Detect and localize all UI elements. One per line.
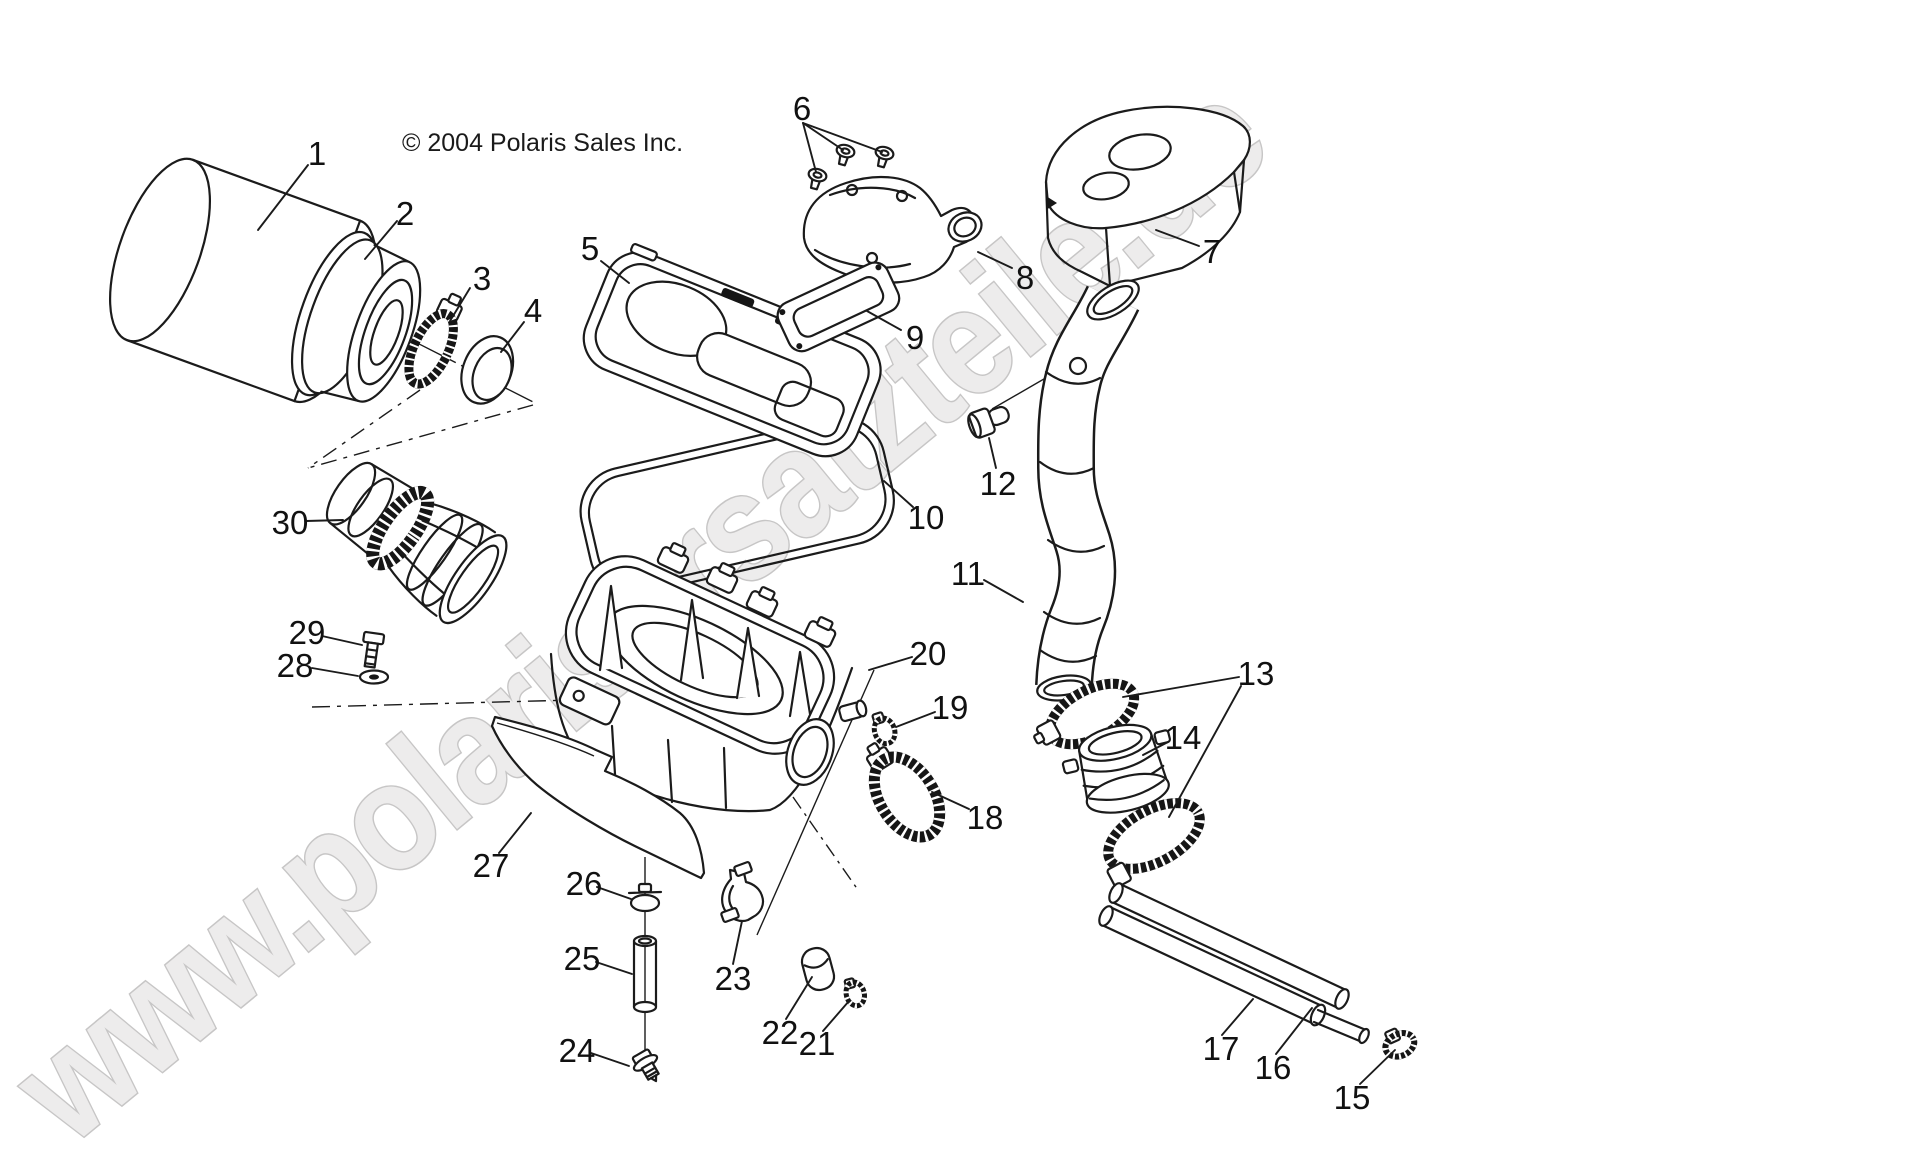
part-callout-30: 30 bbox=[272, 504, 309, 541]
part-clamp-26 bbox=[627, 882, 663, 913]
part-callout-23: 23 bbox=[715, 960, 752, 997]
part-callout-5: 5 bbox=[581, 230, 599, 267]
part-fitting-24 bbox=[631, 1048, 660, 1083]
part-fitting-12 bbox=[967, 405, 1010, 439]
part-airbox-20 bbox=[549, 542, 868, 813]
part-callout-15: 15 bbox=[1334, 1079, 1371, 1116]
part-foam-strip-27 bbox=[490, 715, 706, 880]
part-callout-11: 11 bbox=[951, 555, 985, 592]
part-callout-13: 13 bbox=[1238, 655, 1275, 692]
part-callout-12: 12 bbox=[980, 465, 1017, 502]
part-adapter-14 bbox=[1061, 723, 1171, 814]
part-cap-22 bbox=[800, 946, 836, 992]
part-callout-7: 7 bbox=[1203, 233, 1221, 270]
part-callout-3: 3 bbox=[473, 260, 491, 297]
part-clamp-18 bbox=[866, 742, 946, 843]
part-clamp-19 bbox=[871, 711, 898, 747]
part-callout-1: 1 bbox=[308, 135, 326, 172]
part-callouts: 1 2 3 4 5 6 7 8 9 10 11 12 13 14 15 16 1… bbox=[272, 90, 1371, 1116]
part-callout-2: 2 bbox=[396, 195, 414, 232]
part-callout-9: 9 bbox=[906, 319, 924, 356]
part-callout-6: 6 bbox=[793, 90, 811, 127]
part-clamp-3 bbox=[404, 292, 463, 389]
part-bolt-29 bbox=[362, 630, 386, 669]
part-foam-block-7 bbox=[1044, 105, 1251, 288]
part-callout-19: 19 bbox=[932, 689, 969, 726]
part-tubes-16-17 bbox=[1098, 882, 1370, 1045]
part-elbow-23 bbox=[720, 861, 765, 923]
part-sleeve-4 bbox=[460, 335, 515, 405]
part-tube-25 bbox=[632, 934, 658, 1014]
copyright-text: © 2004 Polaris Sales Inc. bbox=[402, 129, 683, 157]
part-callout-18: 18 bbox=[967, 799, 1004, 836]
part-washer-28 bbox=[358, 669, 390, 685]
part-clamp-15 bbox=[1382, 1027, 1418, 1060]
part-callout-10: 10 bbox=[908, 499, 945, 536]
part-callout-24: 24 bbox=[559, 1032, 596, 1069]
part-snorkel-11 bbox=[1035, 279, 1140, 702]
part-callout-20: 20 bbox=[910, 635, 947, 672]
part-callout-27: 27 bbox=[473, 847, 510, 884]
part-callout-26: 26 bbox=[566, 865, 603, 902]
part-boot-30 bbox=[325, 461, 508, 625]
part-seal-10 bbox=[579, 416, 895, 596]
part-callout-8: 8 bbox=[1016, 259, 1034, 296]
leader-lines bbox=[257, 122, 1396, 1085]
part-callout-17: 17 bbox=[1203, 1030, 1240, 1067]
part-callout-21: 21 bbox=[799, 1025, 836, 1062]
part-lid-5 bbox=[582, 243, 882, 458]
diagram-line-art bbox=[108, 105, 1418, 1083]
part-callout-16: 16 bbox=[1255, 1049, 1292, 1086]
part-air-filter bbox=[108, 157, 422, 404]
part-callout-28: 28 bbox=[277, 647, 314, 684]
part-callout-4: 4 bbox=[524, 292, 542, 329]
part-plate-9 bbox=[776, 261, 901, 353]
part-callout-25: 25 bbox=[564, 940, 601, 977]
part-clamp-21 bbox=[843, 977, 867, 1009]
part-callout-14: 14 bbox=[1165, 719, 1202, 756]
part-callout-29: 29 bbox=[289, 614, 326, 651]
part-callout-22: 22 bbox=[762, 1014, 799, 1051]
